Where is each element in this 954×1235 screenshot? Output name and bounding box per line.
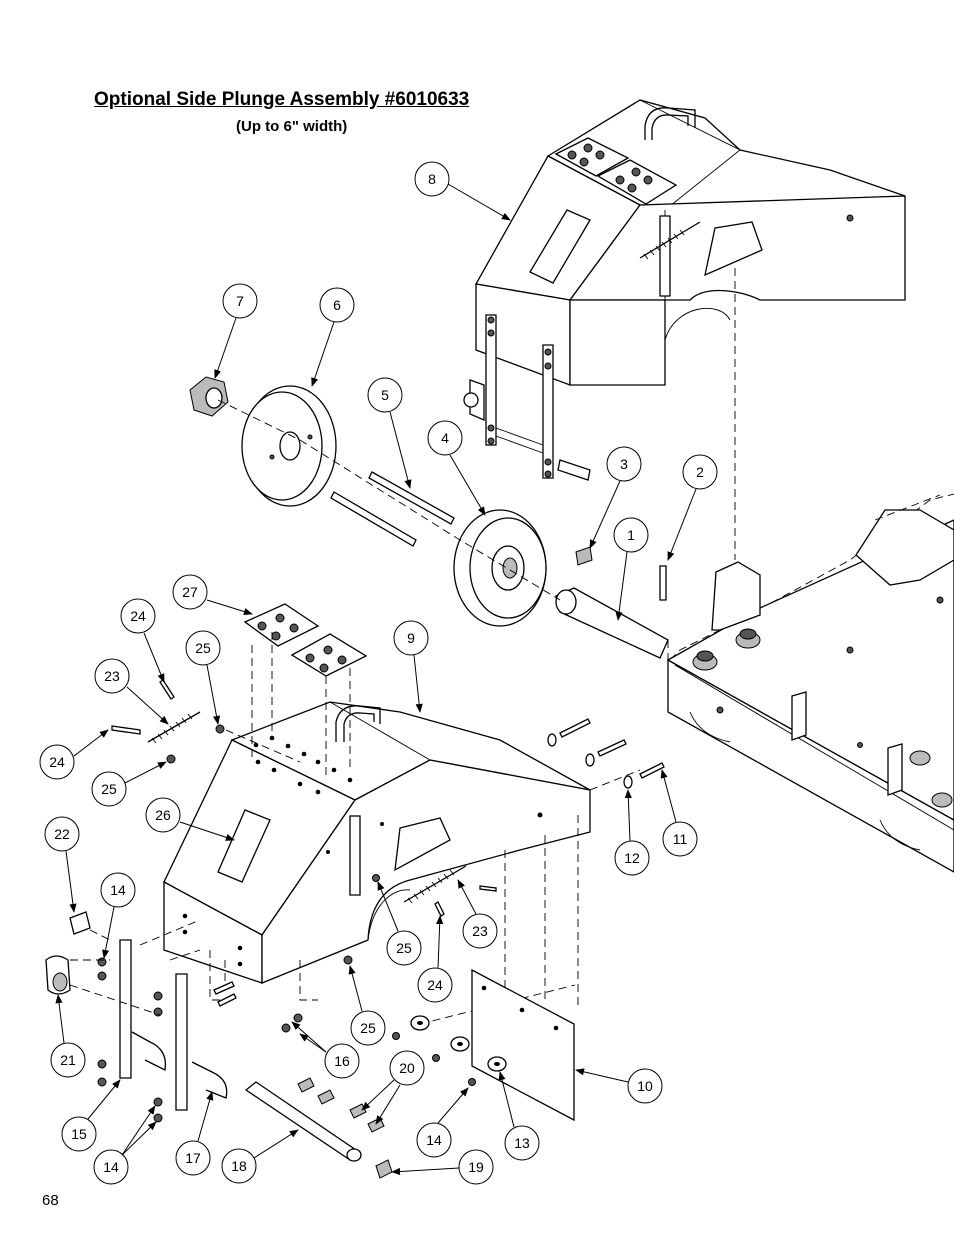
leader-lines: [55, 183, 697, 1176]
callout-14a: 14: [100, 872, 136, 908]
callout-8: 8: [414, 161, 450, 197]
callout-22: 22: [44, 816, 80, 852]
callout-24c: 24: [417, 967, 453, 1003]
callout-19: 19: [458, 1149, 494, 1185]
callout-25a: 25: [185, 630, 221, 666]
lower-blade-guard: [111, 603, 665, 1025]
saw-chassis: [666, 493, 954, 873]
page-subtitle: (Up to 6" width): [236, 118, 348, 135]
svg-text:6: 6: [333, 297, 341, 313]
callout-14b: 14: [416, 1122, 452, 1158]
callout-14c: 14: [93, 1149, 129, 1185]
svg-text:25: 25: [101, 781, 117, 797]
callout-7: 7: [222, 283, 258, 319]
callout-24a: 24: [120, 598, 156, 634]
callout-17: 17: [175, 1140, 211, 1176]
svg-text:3: 3: [620, 456, 628, 472]
svg-text:12: 12: [624, 850, 640, 866]
svg-text:24: 24: [49, 754, 65, 770]
page-title: Optional Side Plunge Assembly #6010633: [94, 89, 470, 110]
callout-5: 5: [367, 377, 403, 413]
svg-text:24: 24: [427, 977, 443, 993]
svg-text:25: 25: [396, 940, 412, 956]
callout-6: 6: [319, 287, 355, 323]
svg-text:14: 14: [426, 1132, 442, 1148]
callout-11: 11: [662, 821, 698, 857]
callout-23b: 23: [462, 913, 498, 949]
callout-4: 4: [427, 420, 463, 456]
callout-10: 10: [627, 1068, 663, 1104]
svg-text:25: 25: [195, 640, 211, 656]
svg-text:8: 8: [428, 171, 436, 187]
svg-text:11: 11: [673, 831, 688, 847]
callout-24b: 24: [39, 744, 75, 780]
callout-3: 3: [606, 446, 642, 482]
callout-15: 15: [61, 1116, 97, 1152]
svg-text:4: 4: [441, 430, 449, 446]
upper-blade-guard: [463, 99, 906, 481]
callout-12: 12: [614, 840, 650, 876]
upper-hinges: [554, 137, 678, 205]
svg-text:7: 7: [236, 293, 244, 309]
svg-text:18: 18: [231, 1158, 247, 1174]
svg-text:25: 25: [360, 1020, 376, 1036]
lower-hardware: [45, 911, 575, 1179]
callout-9: 9: [393, 620, 429, 656]
callout-23a: 23: [94, 658, 130, 694]
svg-text:26: 26: [155, 807, 171, 823]
callout-25c: 25: [386, 930, 422, 966]
svg-text:14: 14: [103, 1159, 119, 1175]
svg-text:16: 16: [334, 1053, 350, 1069]
svg-text:19: 19: [468, 1159, 484, 1175]
callout-13: 13: [504, 1125, 540, 1161]
svg-text:15: 15: [71, 1126, 87, 1142]
svg-text:10: 10: [637, 1078, 653, 1094]
svg-text:2: 2: [696, 464, 704, 480]
svg-text:13: 13: [514, 1135, 530, 1151]
svg-text:27: 27: [182, 584, 198, 600]
svg-text:23: 23: [104, 668, 120, 684]
svg-text:22: 22: [54, 826, 70, 842]
page-number: 68: [42, 1192, 59, 1209]
callout-27: 27: [172, 574, 208, 610]
svg-text:24: 24: [130, 608, 146, 624]
callout-26: 26: [145, 797, 181, 833]
svg-text:9: 9: [407, 630, 415, 646]
callout-21: 21: [50, 1042, 86, 1078]
svg-text:20: 20: [399, 1060, 415, 1076]
callout-18: 18: [221, 1148, 257, 1184]
shaft-parts: [189, 268, 736, 660]
svg-text:14: 14: [110, 882, 126, 898]
callout-20: 20: [389, 1050, 425, 1086]
callout-2: 2: [682, 454, 718, 490]
svg-text:23: 23: [472, 923, 488, 939]
svg-text:21: 21: [60, 1052, 76, 1068]
callout-25b: 25: [91, 771, 127, 807]
callout-1: 1: [613, 517, 649, 553]
svg-text:17: 17: [185, 1150, 201, 1166]
svg-text:5: 5: [381, 387, 389, 403]
callout-25d: 25: [350, 1010, 386, 1046]
callout-16: 16: [324, 1043, 360, 1079]
svg-text:1: 1: [627, 527, 635, 543]
